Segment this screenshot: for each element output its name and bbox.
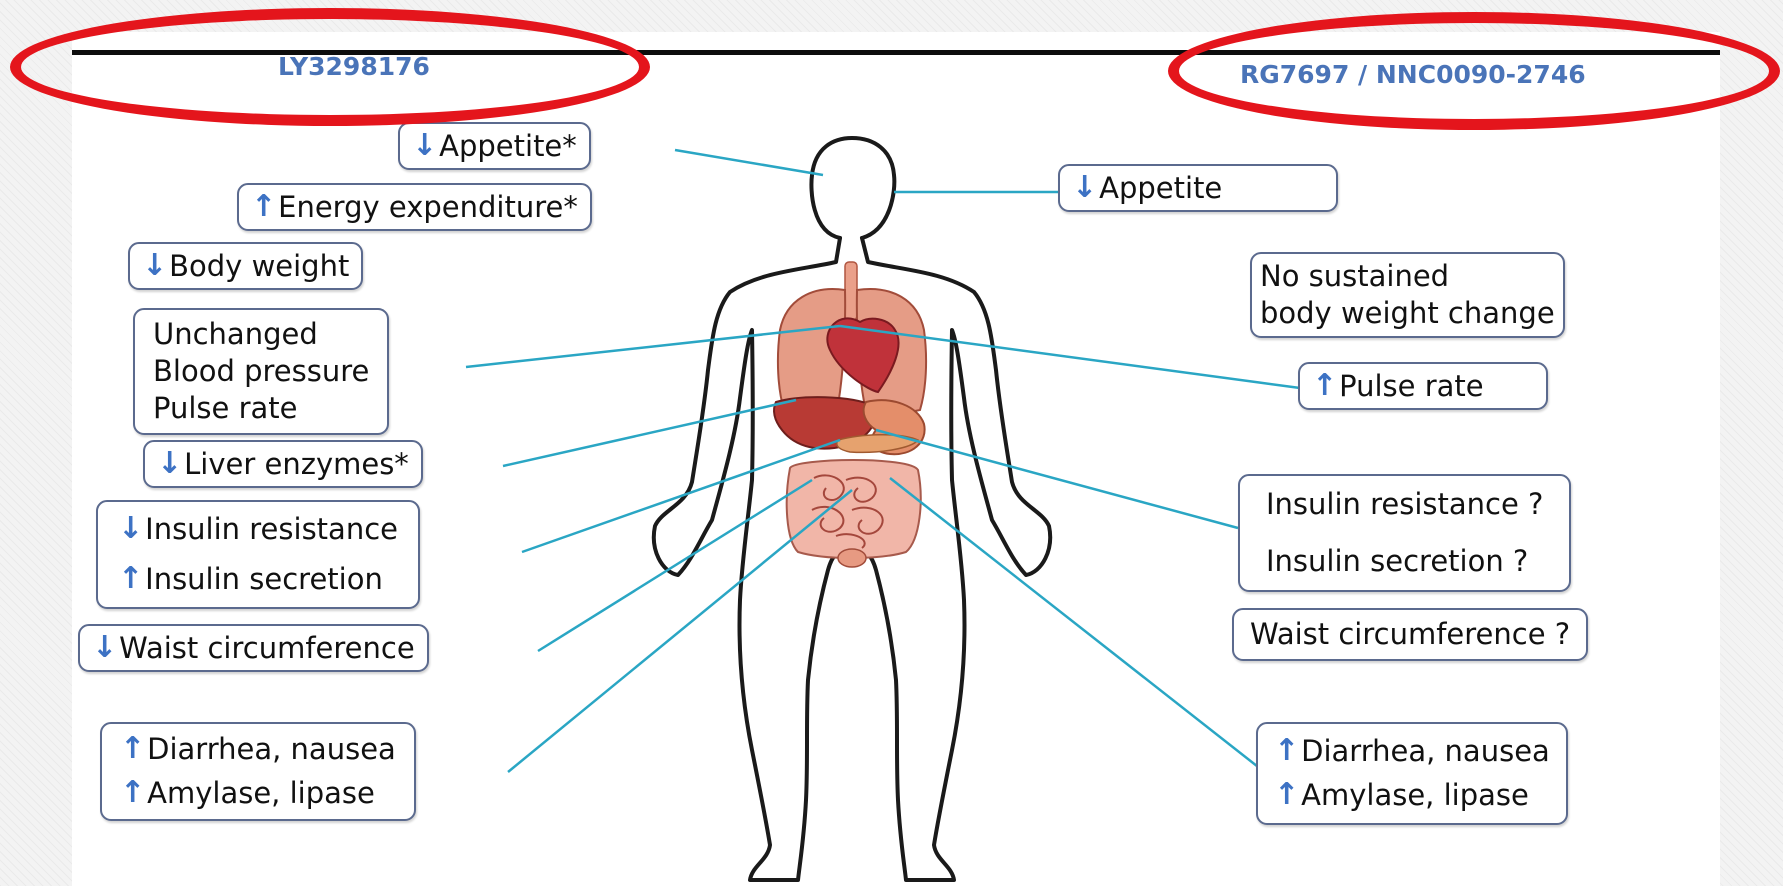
right-weight-line1: No sustained xyxy=(1260,258,1555,295)
up-arrow-icon: ↑ xyxy=(118,560,143,598)
left-liver-box: ↓Liver enzymes* xyxy=(143,440,423,488)
left-diarrhea-label: Diarrhea, nausea xyxy=(147,731,396,768)
left-amylase-label: Amylase, lipase xyxy=(147,775,375,812)
down-arrow-icon: ↓ xyxy=(118,510,143,548)
connector-left-appetite xyxy=(675,150,823,175)
left-body-weight-label: Body weight xyxy=(169,248,349,285)
right-insulin-resistance-label: Insulin resistance ? xyxy=(1266,486,1543,523)
right-drug-highlight xyxy=(1168,12,1780,130)
left-energy-label: Energy expenditure* xyxy=(278,189,578,226)
left-cardio-line3: Pulse rate xyxy=(153,390,369,427)
right-insulin-secretion-label: Insulin secretion ? xyxy=(1266,543,1543,580)
up-arrow-icon: ↑ xyxy=(120,774,145,812)
right-diarrhea-label: Diarrhea, nausea xyxy=(1301,733,1550,770)
up-arrow-icon: ↑ xyxy=(1312,367,1337,405)
connector-right-gi xyxy=(890,478,1262,770)
left-insulin-secretion-label: Insulin secretion xyxy=(145,561,383,598)
left-gi-box: ↑Diarrhea, nausea ↑Amylase, lipase xyxy=(100,722,416,821)
down-arrow-icon: ↓ xyxy=(157,445,182,483)
down-arrow-icon: ↓ xyxy=(92,629,117,667)
down-arrow-icon: ↓ xyxy=(1072,169,1097,207)
right-gi-box: ↑Diarrhea, nausea ↑Amylase, lipase xyxy=(1256,722,1568,825)
connector-right-insulin xyxy=(876,430,1238,528)
left-liver-label: Liver enzymes* xyxy=(184,446,409,483)
left-cardio-line1: Unchanged xyxy=(153,316,369,353)
right-pulse-box: ↑Pulse rate xyxy=(1298,362,1548,410)
right-insulin-box: Insulin resistance ? Insulin secretion ? xyxy=(1238,474,1571,592)
right-appetite-box: ↓Appetite xyxy=(1058,164,1338,212)
right-weight-line2: body weight change xyxy=(1260,295,1555,332)
right-weight-box: No sustained body weight change xyxy=(1250,252,1565,338)
up-arrow-icon: ↑ xyxy=(120,730,145,768)
down-arrow-icon: ↓ xyxy=(412,127,437,165)
left-waist-box: ↓Waist circumference xyxy=(78,624,429,672)
right-appetite-label: Appetite xyxy=(1099,170,1222,207)
right-waist-box: Waist circumference ? xyxy=(1232,608,1588,661)
left-cardio-line2: Blood pressure xyxy=(153,353,369,390)
left-appetite-box: ↓Appetite* xyxy=(398,122,591,170)
right-pulse-label: Pulse rate xyxy=(1339,368,1484,405)
trachea xyxy=(845,262,857,320)
down-arrow-icon: ↓ xyxy=(142,247,167,285)
connector-left-gi xyxy=(508,490,852,772)
up-arrow-icon: ↑ xyxy=(1274,776,1299,814)
left-cardio-box: Unchanged Blood pressure Pulse rate xyxy=(133,308,389,435)
left-insulin-resistance-label: Insulin resistance xyxy=(145,511,398,548)
left-appetite-label: Appetite* xyxy=(439,128,577,165)
right-waist-label: Waist circumference ? xyxy=(1250,616,1570,653)
right-amylase-label: Amylase, lipase xyxy=(1301,777,1529,814)
left-drug-highlight xyxy=(10,8,650,126)
up-arrow-icon: ↑ xyxy=(1274,732,1299,770)
left-waist-label: Waist circumference xyxy=(119,630,415,667)
bladder xyxy=(838,549,866,567)
head-outline xyxy=(811,138,894,238)
left-energy-box: ↑Energy expenditure* xyxy=(237,183,592,231)
up-arrow-icon: ↑ xyxy=(251,188,276,226)
left-insulin-box: ↓Insulin resistance ↑Insulin secretion xyxy=(96,500,420,609)
left-body-weight-box: ↓Body weight xyxy=(128,242,363,290)
